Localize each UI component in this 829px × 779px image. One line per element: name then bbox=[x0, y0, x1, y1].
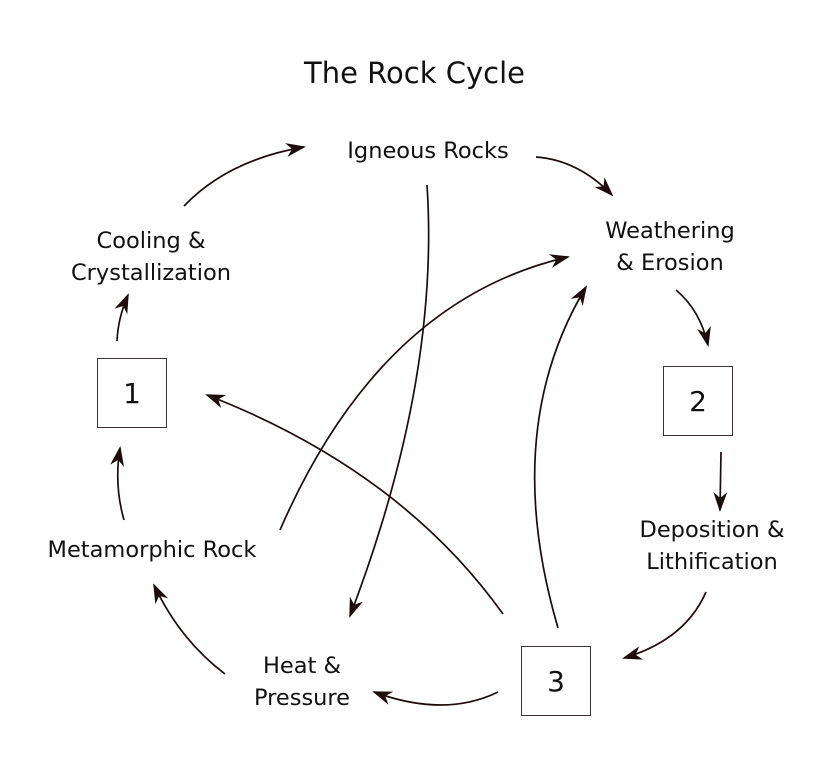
edge-box3-to-heat bbox=[372, 691, 499, 706]
box-1-number: 1 bbox=[123, 376, 141, 410]
edge-box1-to-cooling bbox=[114, 293, 129, 342]
edge-igneous-to-heat bbox=[349, 184, 430, 618]
edge-box2-to-deposition bbox=[713, 451, 728, 512]
node-weathering-erosion-line2: & Erosion bbox=[616, 250, 724, 276]
node-igneous-rocks: Igneous Rocks bbox=[318, 135, 538, 167]
node-cooling-crystallization-line2: Crystallization bbox=[70, 260, 232, 286]
edge-box3-to-box1 bbox=[205, 394, 504, 615]
edge-weathering-to-box2 bbox=[675, 289, 711, 347]
node-deposition-lithification-line1: Deposition & bbox=[639, 517, 785, 543]
box-3: 3 bbox=[521, 646, 591, 716]
node-metamorphic-rock-text: Metamorphic Rock bbox=[47, 537, 257, 563]
node-metamorphic-rock: Metamorphic Rock bbox=[20, 534, 284, 566]
node-weathering-erosion-line1: Weathering bbox=[605, 218, 735, 244]
edge-box3-to-weathering bbox=[533, 285, 588, 629]
edge-metamorphic-to-box1 bbox=[110, 446, 125, 521]
diagram-title: The Rock Cycle bbox=[304, 56, 525, 90]
node-heat-pressure: Heat & Pressure bbox=[222, 650, 382, 714]
box-3-number: 3 bbox=[547, 664, 565, 698]
box-1: 1 bbox=[97, 358, 167, 428]
edge-metamorphic-to-weathering bbox=[279, 254, 570, 531]
node-deposition-lithification-line2: Lithification bbox=[646, 549, 778, 575]
box-2-number: 2 bbox=[689, 384, 707, 418]
edge-cooling-to-igneous bbox=[183, 143, 306, 207]
node-igneous-rocks-text: Igneous Rocks bbox=[347, 138, 509, 164]
edge-igneous-to-weathering bbox=[535, 156, 614, 197]
node-weathering-erosion: Weathering & Erosion bbox=[570, 215, 770, 279]
node-deposition-lithification: Deposition & Lithification bbox=[612, 514, 812, 578]
node-cooling-crystallization: Cooling & Crystallization bbox=[46, 225, 256, 289]
box-2: 2 bbox=[663, 366, 733, 436]
node-heat-pressure-line1: Heat & bbox=[262, 653, 342, 679]
edge-deposition-to-box3 bbox=[622, 591, 707, 660]
node-heat-pressure-line2: Pressure bbox=[253, 685, 351, 711]
edge-heat-to-metamorphic bbox=[153, 583, 226, 675]
node-cooling-crystallization-line1: Cooling & bbox=[96, 228, 206, 254]
